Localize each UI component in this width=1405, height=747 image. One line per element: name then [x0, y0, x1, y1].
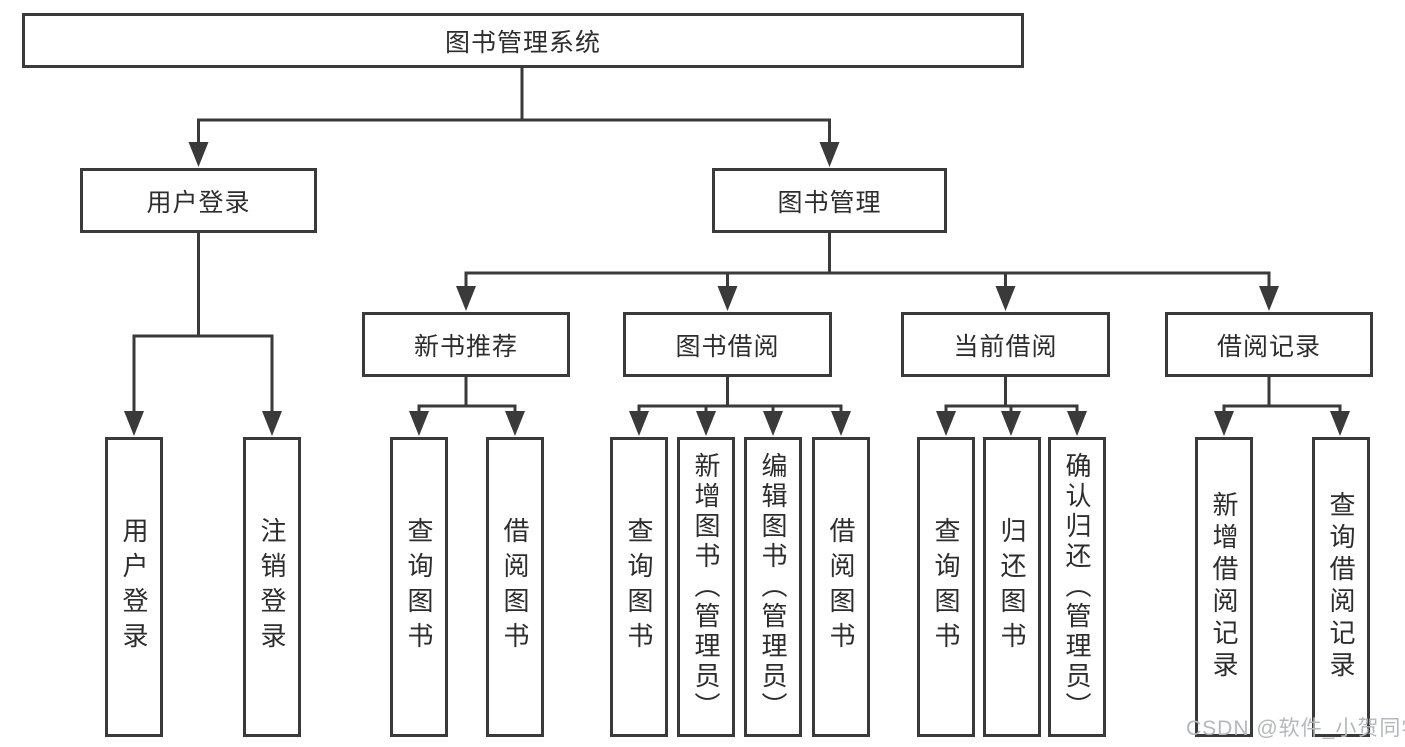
node-library-system: 图书管理系统 — [22, 13, 1024, 68]
connector-new-book-children — [409, 375, 525, 436]
connector-book-borrow-children — [629, 375, 851, 436]
connector-user-login-children — [124, 231, 282, 436]
leaf-user-login: 用户登录 — [105, 437, 163, 737]
leaf-add-borrow-record: 新增借阅记录 — [1195, 437, 1253, 737]
leaf-add-book-admin: 新增图书（管理员） — [677, 437, 735, 737]
leaf-return-books: 归还图书 — [983, 437, 1041, 737]
node-current-borrow: 当前借阅 — [901, 312, 1110, 377]
leaf-query-borrow-record: 查询借阅记录 — [1312, 437, 1370, 737]
node-book-management: 图书管理 — [712, 168, 947, 233]
connector-current-borrow-children — [936, 375, 1087, 436]
leaf-borrow-books-newbook: 借阅图书 — [486, 437, 544, 737]
node-user-login: 用户登录 — [80, 168, 317, 233]
leaf-query-books-current: 查询图书 — [917, 437, 975, 737]
leaf-borrow-books-borrow: 借阅图书 — [812, 437, 870, 737]
leaf-query-books-borrow: 查询图书 — [610, 437, 668, 737]
connector-root-to-level2 — [188, 66, 840, 167]
connector-book-management-to-level3 — [456, 231, 1279, 311]
node-new-book-recommend: 新书推荐 — [362, 312, 570, 377]
leaf-edit-book-admin: 编辑图书（管理员） — [744, 437, 802, 737]
node-borrow-records: 借阅记录 — [1165, 312, 1373, 377]
node-book-borrow: 图书借阅 — [623, 312, 832, 377]
watermark: CSDN @软件_小贺同学 — [1186, 717, 1405, 740]
leaf-confirm-return-admin: 确认归还（管理员） — [1048, 437, 1106, 737]
leaf-logout: 注销登录 — [243, 437, 301, 737]
connector-borrow-records-children — [1214, 375, 1350, 436]
leaf-query-books-newbook: 查询图书 — [390, 437, 448, 737]
